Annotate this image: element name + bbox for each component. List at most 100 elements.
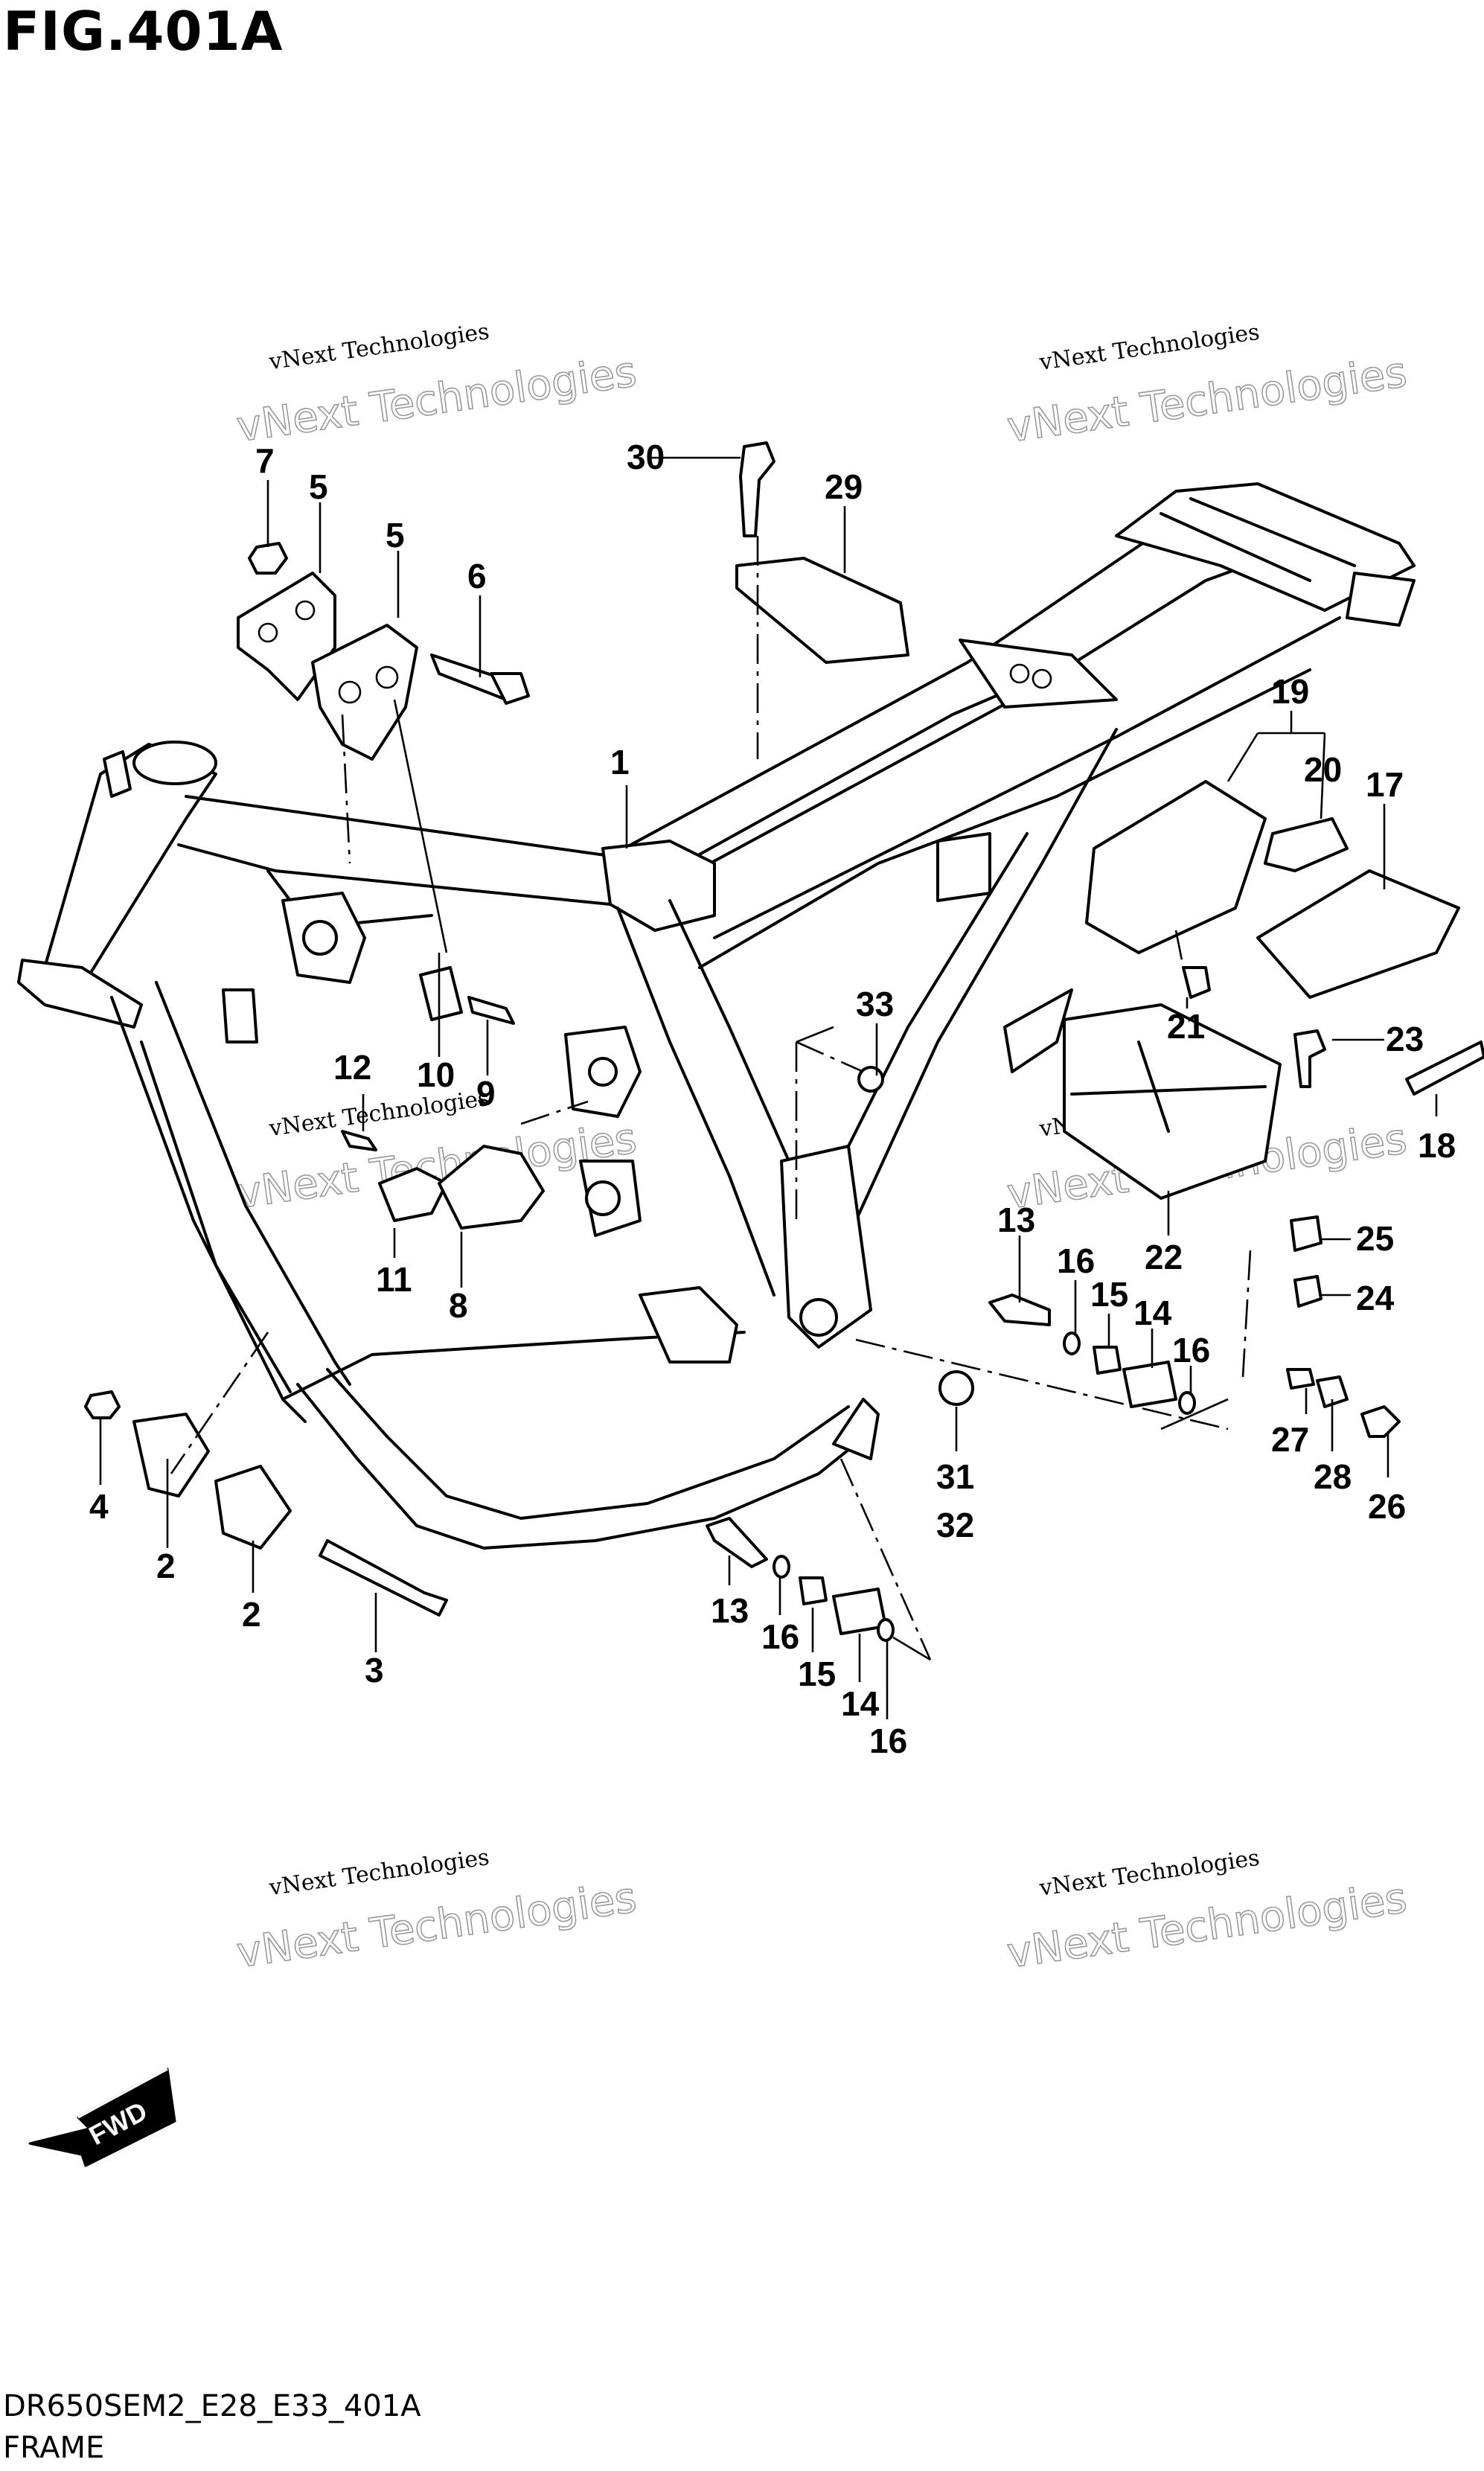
bolt-9 bbox=[467, 996, 515, 1025]
grommet-25 bbox=[1290, 1215, 1323, 1252]
washer-16d bbox=[877, 1618, 895, 1642]
callout-label: 7 bbox=[255, 441, 275, 480]
callout-label: 16 bbox=[1172, 1331, 1210, 1369]
nut-7 bbox=[248, 542, 288, 575]
bolt-13a bbox=[988, 1294, 1051, 1326]
seal-20 bbox=[1264, 817, 1349, 872]
rear-carrier-end bbox=[1346, 572, 1416, 627]
callout-label: 24 bbox=[1356, 1279, 1395, 1317]
callout-label: 16 bbox=[761, 1617, 799, 1656]
head-pipe-flange bbox=[17, 959, 143, 1029]
fwd-arrow: FWD bbox=[28, 2068, 176, 2167]
diagram-caption: FRAME bbox=[3, 2431, 105, 2465]
battery-holder-22 bbox=[1063, 1003, 1282, 1200]
bolt-26 bbox=[1360, 1405, 1401, 1438]
down-tube-front bbox=[110, 996, 307, 1423]
callout-label: 5 bbox=[386, 516, 405, 554]
rear-carrier bbox=[1115, 482, 1416, 612]
loose-parts bbox=[84, 441, 1484, 1642]
callout-label: 31 bbox=[936, 1457, 974, 1496]
callout-label: 19 bbox=[1271, 672, 1309, 711]
callout-label: 5 bbox=[309, 467, 328, 506]
rear-carrier-rib2 bbox=[1189, 497, 1356, 567]
seat-rail-plate bbox=[959, 639, 1118, 709]
watermark-text: vNext Technologies bbox=[267, 1085, 491, 1142]
head-pipe-top bbox=[132, 741, 217, 785]
callout-labels: 1 2 2 3 4 5 5 6 7 8 9 10 11 12 13 13 14 … bbox=[89, 438, 1456, 1760]
watermark-bottom-left: vNext Technologies vNext Technologies bbox=[233, 1844, 640, 1978]
callout-label: 3 bbox=[365, 1651, 384, 1690]
callout-label: 14 bbox=[841, 1684, 880, 1723]
spacer-15b bbox=[799, 1576, 828, 1605]
rear-lug-2 bbox=[1003, 988, 1073, 1073]
collar-28 bbox=[1316, 1375, 1349, 1408]
callout-label: 20 bbox=[1304, 750, 1342, 789]
side-lug bbox=[936, 832, 991, 902]
callout-label: 26 bbox=[1368, 1487, 1406, 1526]
spacer-15a bbox=[1093, 1346, 1122, 1375]
washer-16b bbox=[1178, 1391, 1196, 1415]
bolt-12 bbox=[341, 1130, 377, 1151]
callout-label: 4 bbox=[89, 1487, 109, 1526]
callout-label: 14 bbox=[1133, 1294, 1172, 1332]
bolt-13b bbox=[706, 1517, 768, 1568]
callout-label: 9 bbox=[476, 1074, 496, 1113]
down-tube-rear bbox=[155, 981, 351, 1386]
callout-label: 2 bbox=[156, 1547, 176, 1585]
diagram-code: DR650SEM2_E28_E33_401A bbox=[3, 2389, 421, 2423]
grommet-31 bbox=[938, 1370, 974, 1406]
cradle-tube-2 bbox=[326, 1368, 850, 1520]
nut-27 bbox=[1286, 1368, 1315, 1390]
pivot-hole bbox=[799, 1298, 838, 1337]
callout-label: 27 bbox=[1271, 1420, 1309, 1459]
watermark-top-right: vNext Technologies vNext Technologies bbox=[1004, 319, 1411, 453]
top-tube-upper bbox=[185, 795, 671, 857]
watermark-top-left: vNext Technologies vNext Technologies bbox=[233, 319, 640, 453]
watermark-bottom-right: vNext Technologies vNext Technologies bbox=[1004, 1845, 1411, 1979]
bracket-29 bbox=[735, 557, 909, 664]
callout-label: 22 bbox=[1145, 1238, 1183, 1276]
callout-label: 8 bbox=[449, 1286, 468, 1325]
callout-label: 2 bbox=[242, 1595, 261, 1634]
callout-label: 21 bbox=[1167, 1007, 1205, 1046]
callout-label: 6 bbox=[467, 557, 487, 595]
callout-label: 18 bbox=[1418, 1126, 1456, 1165]
front-lug bbox=[222, 988, 258, 1043]
assembly-lines bbox=[170, 536, 1252, 1661]
screw-21 bbox=[1182, 966, 1211, 999]
callout-label: 16 bbox=[1057, 1241, 1095, 1280]
callout-label: 13 bbox=[711, 1591, 749, 1630]
centre-spar-left bbox=[616, 907, 775, 1297]
head-pipe-lug bbox=[103, 750, 132, 798]
callout-label: 10 bbox=[417, 1055, 455, 1094]
top-tube-lower bbox=[177, 843, 612, 906]
watermark-text: vNext Technologies bbox=[267, 319, 491, 375]
lower-lug bbox=[639, 1286, 738, 1364]
bolt-23 bbox=[1293, 1029, 1326, 1088]
callout-label: 15 bbox=[798, 1655, 836, 1693]
callout-label: 25 bbox=[1356, 1219, 1394, 1258]
callout-label: 28 bbox=[1314, 1457, 1352, 1496]
nut-4 bbox=[84, 1390, 121, 1419]
damper-14a bbox=[1122, 1361, 1177, 1408]
swingarm-pivot-plate bbox=[780, 1145, 872, 1349]
plate-2b bbox=[214, 1465, 292, 1550]
rear-lug bbox=[832, 1398, 880, 1460]
washer-16a bbox=[1063, 1332, 1081, 1355]
figure-title: FIG.401A bbox=[3, 0, 284, 63]
inlet-cover-19 bbox=[1085, 780, 1267, 954]
sub-frame-lower bbox=[698, 668, 1311, 969]
watermark-text: vNext Technologies bbox=[1037, 319, 1261, 376]
leader-lines bbox=[99, 456, 1438, 1719]
grommet-24 bbox=[1293, 1275, 1323, 1308]
bolt-30 bbox=[739, 441, 775, 537]
plate-2a bbox=[132, 1413, 210, 1497]
callout-label: 17 bbox=[1366, 765, 1404, 804]
bracket-8 bbox=[438, 1145, 545, 1230]
engine-bracket-b bbox=[311, 624, 418, 761]
watermark-text: vNext Technologies bbox=[267, 1844, 491, 1901]
callout-label: 16 bbox=[869, 1722, 907, 1760]
sub-frame-upper bbox=[713, 616, 1341, 939]
collar-10 bbox=[419, 966, 463, 1021]
